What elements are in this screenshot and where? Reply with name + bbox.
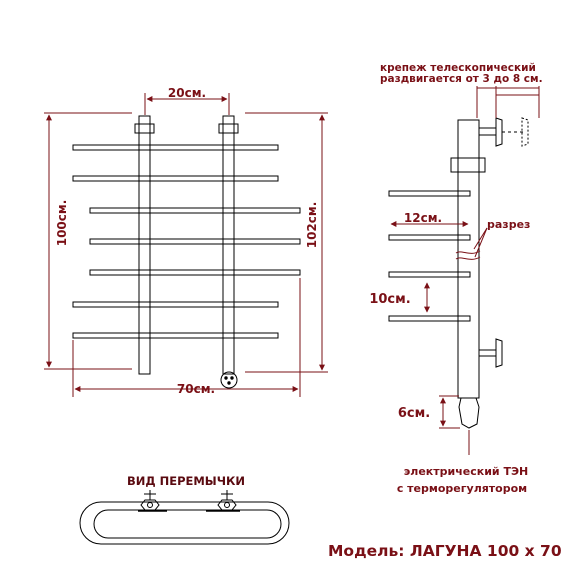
heater-element xyxy=(458,397,480,429)
rung-1 xyxy=(72,144,279,151)
side-view xyxy=(388,117,529,429)
pipe-cap-right xyxy=(218,123,239,134)
side-rung-1 xyxy=(388,190,471,197)
mount-caption-line2: раздвигается от 3 до 8 см. xyxy=(380,73,543,85)
dim-width-top: 20см. xyxy=(168,86,206,100)
side-rung-4 xyxy=(388,315,471,322)
jumper-outer xyxy=(79,501,290,545)
side-bracket-block xyxy=(450,157,486,173)
pipe-cap-left xyxy=(134,123,155,134)
side-dimensions xyxy=(390,86,540,455)
front-view xyxy=(72,115,301,389)
jumper-nut-right xyxy=(217,499,237,511)
vertical-pipe-left xyxy=(138,115,151,375)
rung-4 xyxy=(89,238,301,245)
dim-spacing: 10см. xyxy=(369,292,410,307)
cut-label: разрез xyxy=(487,218,530,231)
heater-caption-line1: электрический ТЭН xyxy=(404,465,529,478)
side-rung-3 xyxy=(388,271,471,278)
dim-height-left: 100см. xyxy=(55,200,69,247)
side-rung-2 xyxy=(388,234,471,241)
dim-depth: 12см. xyxy=(404,211,442,225)
mount-caption-line1: крепеж телескопический xyxy=(380,62,536,74)
vertical-pipe-right xyxy=(222,115,235,375)
dim-height-right: 102см. xyxy=(305,202,319,249)
wall-mount-bottom xyxy=(495,338,503,368)
heater-caption-line2: с терморегулятором xyxy=(397,482,527,495)
rung-5 xyxy=(89,269,301,276)
rung-7 xyxy=(72,332,279,339)
dim-width-bottom: 70см. xyxy=(177,382,215,396)
jumper-view xyxy=(79,490,290,545)
jumper-nut-left xyxy=(140,499,160,511)
jumper-inner xyxy=(93,509,282,539)
dim-heater: 6см. xyxy=(398,406,430,421)
rung-2 xyxy=(72,175,279,182)
rung-6 xyxy=(72,301,279,308)
model-caption: Модель: ЛАГУНА 100 х 70 xyxy=(328,542,562,560)
cut-marks xyxy=(455,227,488,260)
jumper-view-title: ВИД ПЕРЕМЫЧКИ xyxy=(127,474,245,488)
rung-3 xyxy=(89,207,301,214)
front-dimensions xyxy=(44,93,328,397)
wall-mount-top xyxy=(495,117,503,147)
